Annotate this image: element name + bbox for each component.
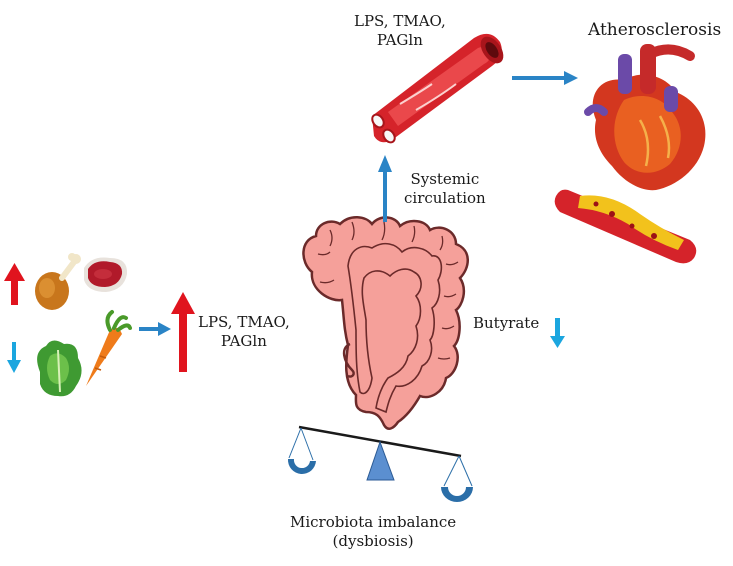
chicken-leg-icon [35, 253, 81, 310]
plaque-artery-icon [554, 189, 697, 264]
circulation-line2: circulation [404, 189, 486, 207]
blood-vessel-icon [371, 33, 504, 144]
imbalance-line2: (dysbiosis) [332, 532, 414, 550]
gut-metabolites-line1: LPS, TMAO, [198, 313, 290, 331]
meat-icon [84, 257, 128, 292]
increase-arrow-icon [4, 263, 25, 305]
vessel-metabolites-label: LPS, TMAO, PAGln [354, 12, 446, 50]
flow-arrow-vessel-to-heart [512, 71, 578, 85]
imbalance-label: Microbiota imbalance (dysbiosis) [290, 513, 456, 551]
decrease-arrow-butyrate-icon [550, 318, 565, 348]
circulation-label: Systemic circulation [404, 170, 486, 208]
carrot-icon [86, 310, 132, 386]
vessel-metabolites-line2: PAGln [376, 31, 423, 49]
lettuce-icon [37, 340, 82, 397]
butyrate-label: Butyrate [473, 314, 540, 332]
vessel-metabolites-line1: LPS, TMAO, [354, 12, 446, 30]
flow-arrow-diet-to-gut [139, 322, 171, 336]
imbalance-line1: Microbiota imbalance [290, 513, 457, 531]
circulation-line1: Systemic [410, 170, 480, 188]
colon-icon [302, 216, 469, 430]
gut-metabolites-label: LPS, TMAO, PAGln [198, 313, 290, 351]
decrease-arrow-icon [7, 342, 21, 373]
outcome-title: Atherosclerosis [588, 20, 722, 40]
balance-scale-icon [287, 425, 473, 502]
flow-arrow-circulation [378, 155, 392, 222]
heart-icon [584, 44, 706, 191]
increase-arrow-large-icon [171, 292, 195, 372]
gut-metabolites-line2: PAGln [220, 332, 267, 350]
